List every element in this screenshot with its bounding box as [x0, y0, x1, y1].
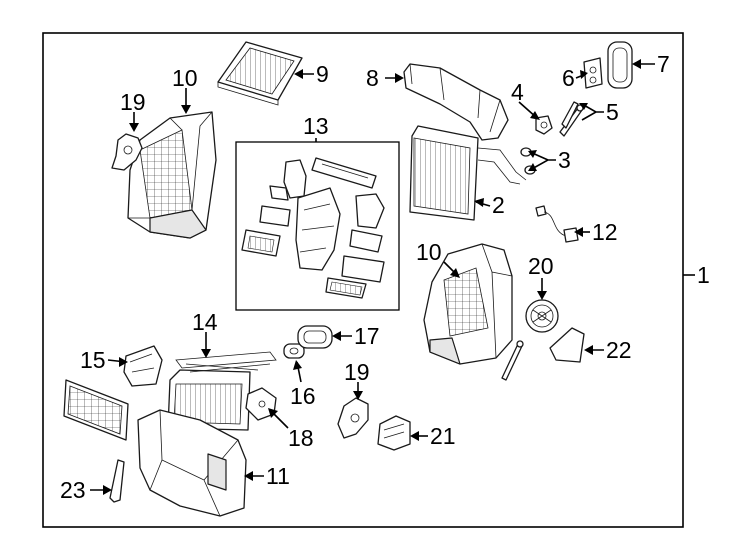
- callout-leaders: [90, 59, 695, 495]
- callout-10-center: 10: [416, 239, 442, 265]
- wiring-harness-12: [535, 205, 579, 243]
- seal-16: [283, 343, 305, 359]
- callout-2: 2: [492, 192, 505, 218]
- callout-labels: 1 2 3 4 5 6 7 8 9 10 10 11 12 13 14 15 1…: [60, 51, 710, 503]
- cabin-air-filter: [217, 41, 303, 106]
- heater-case-center: [423, 243, 513, 365]
- heater-core: [167, 351, 277, 431]
- door-kit-frame: [235, 141, 400, 311]
- seal-7: [607, 41, 633, 89]
- blower-motor: [525, 299, 559, 333]
- intake-filter-grid: [63, 379, 129, 441]
- lower-case-11: [137, 409, 247, 517]
- sensor-rod: [501, 340, 524, 381]
- callout-20: 20: [528, 253, 554, 279]
- callout-21: 21: [430, 423, 456, 449]
- callout-4: 4: [511, 79, 524, 105]
- callout-5: 5: [606, 99, 619, 125]
- callout-12: 12: [592, 219, 618, 245]
- callout-13: 13: [303, 113, 329, 139]
- callout-1: 1: [697, 262, 710, 288]
- actuator-15: [123, 345, 163, 387]
- bracket-22: [549, 327, 585, 363]
- callout-11: 11: [266, 463, 290, 489]
- callout-19-upper: 19: [120, 89, 146, 115]
- evaporator-core: [409, 125, 527, 221]
- assembly-frame: [42, 32, 684, 528]
- sensor-4: [535, 115, 553, 135]
- heater-case-upper-left: [127, 111, 217, 239]
- callout-22: 22: [606, 337, 632, 363]
- seal-17: [297, 325, 333, 349]
- callout-18: 18: [288, 425, 314, 451]
- callout-14: 14: [192, 309, 218, 335]
- drain-hose-23: [109, 459, 125, 503]
- door-kit-contents: [241, 157, 385, 299]
- callout-6: 6: [562, 65, 575, 91]
- callout-17: 17: [354, 323, 380, 349]
- callout-10-upper: 10: [172, 65, 198, 91]
- air-duct: [403, 63, 509, 141]
- screws-5: [559, 101, 584, 137]
- actuator-bracket-upper: [111, 133, 143, 171]
- actuator-bracket-lower: [337, 397, 369, 439]
- callout-9: 9: [316, 61, 329, 87]
- callout-19-lower: 19: [344, 359, 370, 385]
- callout-3: 3: [558, 147, 571, 173]
- callout-8: 8: [366, 65, 379, 91]
- blower-resistor: [377, 415, 411, 451]
- callout-16: 16: [290, 383, 316, 409]
- callout-7: 7: [657, 51, 670, 77]
- callout-15: 15: [80, 347, 106, 373]
- bracket-6: [583, 57, 603, 89]
- callout-23: 23: [60, 477, 86, 503]
